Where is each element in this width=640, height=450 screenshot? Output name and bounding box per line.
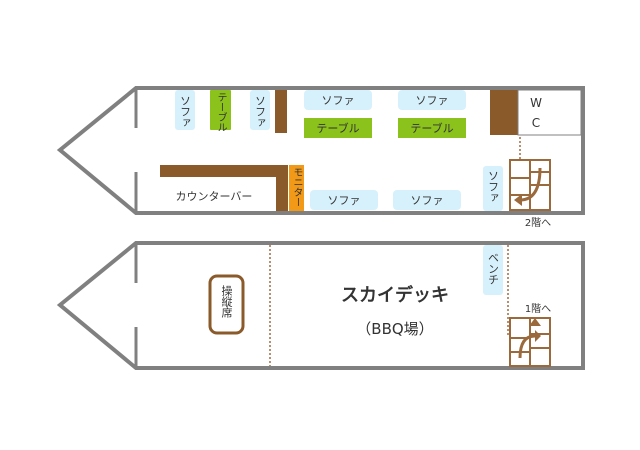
deck-1: ソファ テーブル ソファ ソファ ソファ テーブル テーブル W C カウンター… bbox=[56, 86, 585, 229]
stairs-deck2 bbox=[509, 317, 551, 367]
wc-wall-block bbox=[490, 90, 520, 135]
table-top-left-label: テーブル bbox=[215, 92, 227, 132]
bench-label: ベンチ bbox=[487, 252, 500, 285]
sofa-top-left-1-label: ソファ bbox=[179, 95, 192, 128]
monitor-label: モニター bbox=[291, 167, 303, 207]
deck1-hull bbox=[56, 86, 585, 215]
table-center-2-label: テーブル bbox=[410, 121, 453, 135]
monitor bbox=[289, 165, 304, 211]
stair-label-to-2f: 2階へ bbox=[525, 217, 551, 229]
deck-2: 操縦席 スカイデッキ （BBQ場） ベンチ 1階へ bbox=[56, 241, 585, 370]
sofa-bottom-1-label: ソファ bbox=[328, 194, 361, 207]
deck2-hull bbox=[56, 241, 585, 370]
table-center-1-label: テーブル bbox=[316, 121, 359, 135]
stair-label-to-1f: 1階へ bbox=[525, 303, 551, 315]
wc-room bbox=[517, 89, 582, 136]
pilot-seat bbox=[208, 274, 245, 335]
wood-divider-top bbox=[275, 90, 287, 133]
stairs-deck1 bbox=[509, 159, 551, 211]
counter-bar-vertical bbox=[276, 165, 288, 211]
table-center-2 bbox=[398, 118, 466, 138]
sofa-top-center-1 bbox=[304, 90, 372, 110]
sofa-top-center-2-label: ソファ bbox=[416, 94, 449, 107]
counter-bar bbox=[160, 165, 288, 177]
sofa-bottom-1 bbox=[310, 190, 378, 210]
pilot-seat-label: 操縦席 bbox=[220, 284, 233, 319]
table-center-1 bbox=[304, 118, 372, 138]
sofa-top-center-2 bbox=[398, 90, 466, 110]
wc-label-w: W bbox=[530, 96, 542, 110]
bench bbox=[483, 245, 503, 295]
sofa-top-left-2-label: ソファ bbox=[254, 95, 267, 128]
sofa-stair-label: ソファ bbox=[487, 170, 500, 203]
skydeck-label: スカイデッキ bbox=[341, 284, 449, 306]
sofa-stair bbox=[483, 166, 503, 211]
counter-bar-label: カウンターバー bbox=[176, 190, 253, 203]
bbq-label: （BBQ場） bbox=[356, 320, 433, 338]
table-top-left bbox=[210, 90, 231, 130]
sofa-top-center-1-label: ソファ bbox=[322, 94, 355, 107]
wc-label-c: C bbox=[532, 116, 540, 130]
sofa-bottom-2 bbox=[393, 190, 461, 210]
sofa-top-left-2 bbox=[250, 90, 270, 130]
sofa-bottom-2-label: ソファ bbox=[411, 194, 444, 207]
sofa-top-left-1 bbox=[175, 90, 195, 130]
